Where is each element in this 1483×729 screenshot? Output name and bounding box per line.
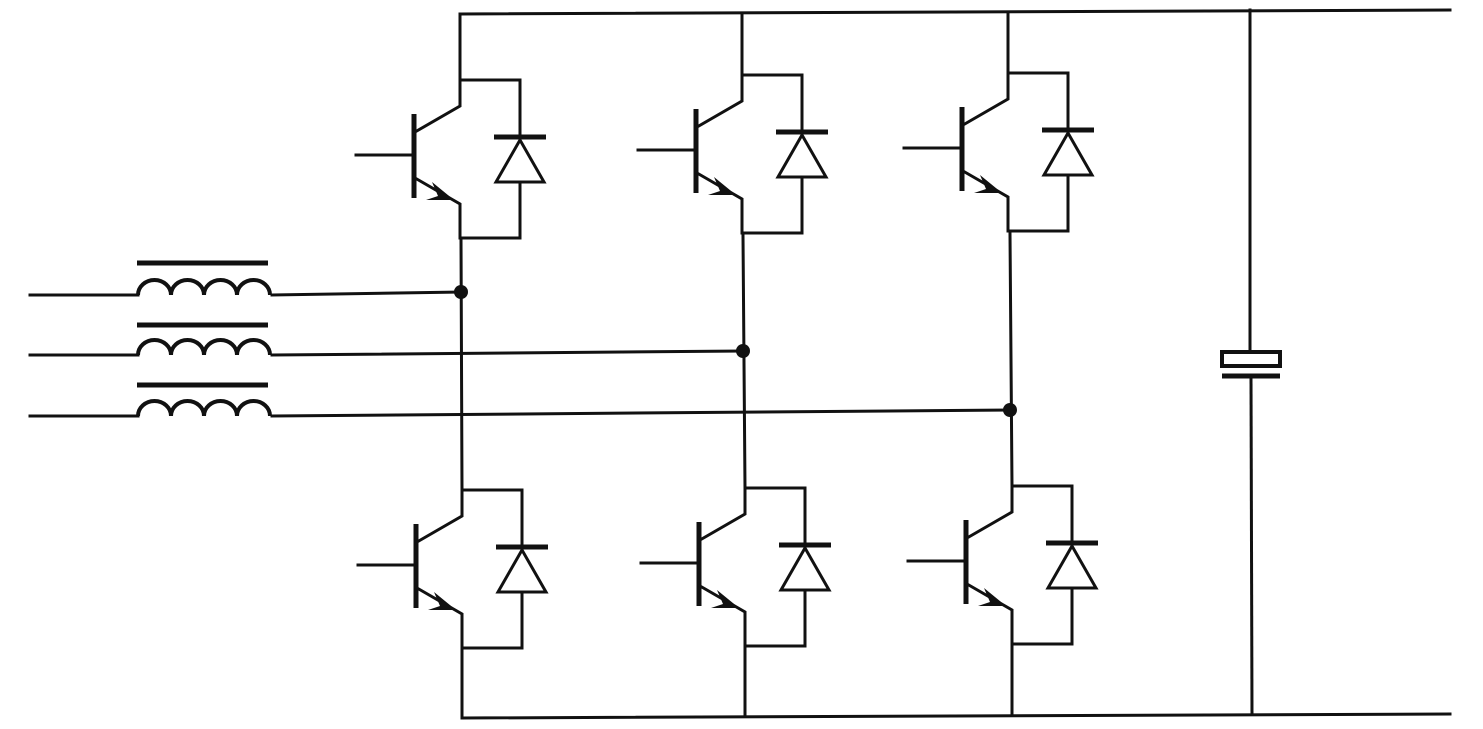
inductor-phase-b (136, 322, 272, 356)
igbt-cell-a-upper (354, 78, 547, 240)
inductor-coil (136, 399, 272, 417)
igbt-cell-a-lower (356, 488, 549, 650)
igbt-collector-lead (414, 488, 464, 545)
igbt-emitter-lead (697, 583, 747, 648)
igbt-collector-lead (412, 78, 462, 135)
igbt-emitter-lead (414, 585, 464, 650)
igbt-emitter-arrow (428, 592, 456, 610)
diode-triangle (493, 136, 547, 184)
igbt-collector-lead (697, 486, 747, 543)
igbt-collector-lead (960, 71, 1010, 128)
igbt-emitter-arrow (978, 588, 1006, 606)
leg-a-mid-link (459, 236, 464, 492)
diode-triangle (1041, 129, 1095, 177)
switch-cells (354, 71, 1099, 650)
dc-negative-rail (460, 712, 1452, 720)
leg-c-mid-link (1008, 232, 1014, 488)
igbt-emitter-lead (694, 170, 744, 235)
inductor-phase-a (136, 260, 272, 296)
igbt-collector-lead (694, 73, 744, 130)
igbt-emitter-arrow (708, 177, 736, 195)
leg-b-mid-link (741, 234, 747, 490)
junction-dot-phase-b (736, 344, 750, 358)
igbt-cell-c-upper (902, 71, 1095, 233)
junction-dot-phase-c (1003, 403, 1017, 417)
igbt-cell-c-lower (906, 484, 1099, 646)
igbt-emitter-lead (964, 581, 1014, 646)
igbt-emitter-arrow (426, 182, 454, 200)
capacitor-plate-top (1220, 350, 1282, 368)
junction-dot-phase-a (454, 285, 468, 299)
dc-link-capacitor (1220, 8, 1282, 716)
capacitor-bottom-lead (1249, 376, 1254, 716)
phase-a-output-wire (270, 290, 463, 297)
diode-triangle (775, 131, 829, 179)
igbt-emitter-arrow (974, 175, 1002, 193)
diode-triangle (495, 546, 549, 594)
igbt-emitter-lead (412, 175, 462, 240)
diode-triangle (778, 544, 832, 592)
inductor-phase-c (136, 382, 272, 417)
igbt-collector-lead (964, 484, 1014, 541)
diode-triangle (1045, 542, 1099, 590)
inductor-coil (136, 278, 272, 296)
phase-c-output-wire (270, 408, 1012, 418)
phase-b-output-wire (270, 349, 745, 357)
igbt-emitter-lead (960, 168, 1010, 233)
igbt-cell-b-upper (636, 73, 829, 235)
inductor-coil (136, 338, 272, 356)
igbt-cell-b-lower (639, 486, 832, 648)
dc-positive-rail (458, 8, 1452, 16)
igbt-emitter-arrow (711, 590, 739, 608)
